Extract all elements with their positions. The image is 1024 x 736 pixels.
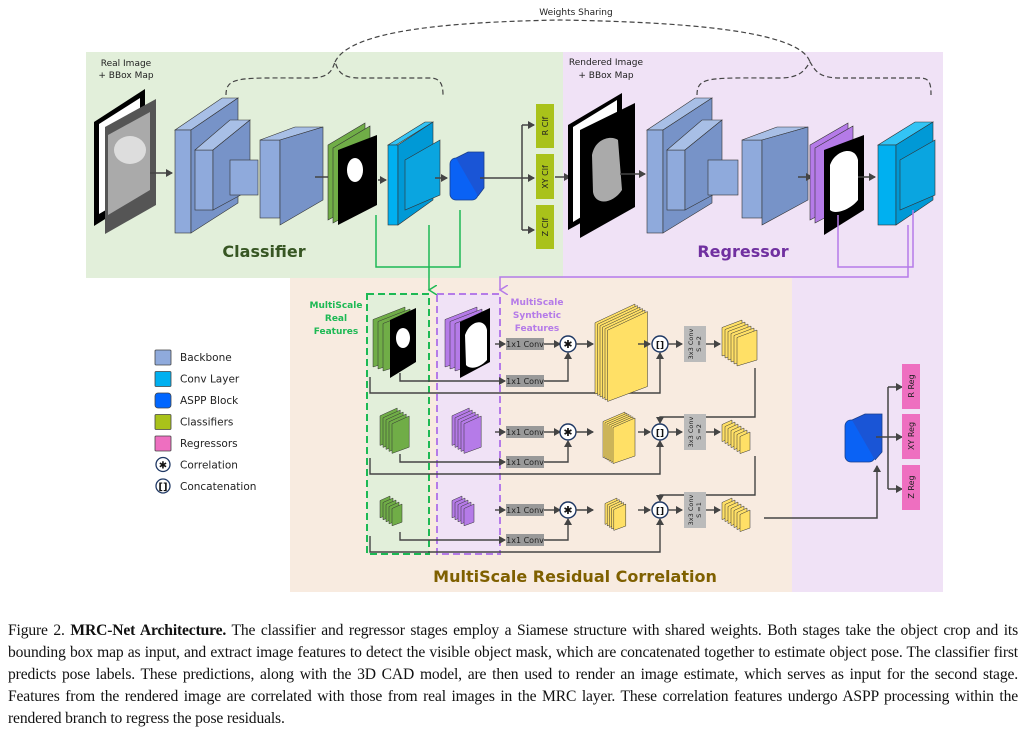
svg-text:XY Clf: XY Clf <box>541 165 550 189</box>
classifier-head-xy: XY Clf <box>536 154 554 199</box>
conv-1x1-box <box>506 534 544 546</box>
legend-item: ✱ Correlation <box>155 456 238 473</box>
conv-3x3-box <box>684 326 706 362</box>
caption-title: MRC-Net Architecture. <box>70 622 227 639</box>
regressor-head-r: R Reg <box>902 364 920 409</box>
conv-1x1-label: 1x1 Conv <box>506 536 544 545</box>
legend-swatch <box>154 392 172 409</box>
legend-swatch <box>154 414 172 430</box>
svg-text:R Reg: R Reg <box>907 374 916 397</box>
svg-text:3x3 Conv: 3x3 Conv <box>687 417 695 448</box>
conv-1x1-box <box>506 504 544 516</box>
synthetic-features-label-1: MultiScale <box>511 298 564 308</box>
conv-1x1-label: 1x1 Conv <box>506 340 544 349</box>
figure-caption: Figure 2. MRC-Net Architecture. The clas… <box>8 620 1018 730</box>
rendered-image-input <box>568 93 635 238</box>
regressor-input-label-1: Rendered Image <box>569 58 644 68</box>
synthetic-features-label-3: Features <box>515 324 560 334</box>
caption-prefix: Figure 2. <box>8 622 71 639</box>
weights-sharing-arc <box>334 19 811 63</box>
conv-1x1-label: 1x1 Conv <box>506 377 544 386</box>
concatenation-icon <box>155 478 171 494</box>
classifier-aspp-block <box>449 151 485 201</box>
legend-swatch <box>154 371 172 387</box>
correlation-icon <box>155 456 171 473</box>
svg-text:[]: [] <box>656 507 664 517</box>
classifier-mask-features <box>327 122 377 225</box>
real-features-label-1: MultiScale <box>310 301 363 311</box>
svg-text:3x3 Conv: 3x3 Conv <box>687 495 695 526</box>
conv-1x1-box <box>506 426 544 438</box>
svg-text:S =1: S =1 <box>695 502 703 518</box>
regressor-aspp-block <box>844 413 883 463</box>
regressor-head-xy: XY Reg <box>902 414 920 459</box>
svg-text:[]: [] <box>656 429 664 439</box>
svg-text:✱: ✱ <box>563 426 572 439</box>
synthetic-features-label-2: Synthetic <box>513 311 561 321</box>
classifier-brace <box>225 60 444 96</box>
real-features-label-3: Features <box>314 327 359 337</box>
architecture-diagram: Weights Sharing Real Image + BBox Map <box>86 8 943 592</box>
classifier-head-r: R Clf <box>536 104 554 148</box>
classifier-input-label-2: + BBox Map <box>98 71 153 81</box>
conv-1x1-label: 1x1 Conv <box>506 458 544 467</box>
legend-swatch <box>154 349 172 366</box>
classifier-input-label-1: Real Image <box>101 59 152 69</box>
caption-text: The classifier and regressor stages empl… <box>8 622 1018 727</box>
legend-item: Conv Layer <box>154 371 240 387</box>
legend-label: Correlation <box>180 460 238 472</box>
svg-text:Z Clf: Z Clf <box>541 217 550 236</box>
classifier-region <box>86 52 564 278</box>
svg-text:✱: ✱ <box>563 504 572 517</box>
regressor-conv-layer <box>876 121 936 226</box>
conv-1x1-box <box>506 375 544 387</box>
conv-3x3-box <box>684 414 706 450</box>
legend-item: Classifiers <box>154 414 233 430</box>
conv-1x1-label: 1x1 Conv <box>506 428 544 437</box>
classifier-title: Classifier <box>222 242 305 261</box>
classifier-backbone <box>174 97 324 234</box>
svg-text:XY Reg: XY Reg <box>907 422 916 450</box>
legend-item: [] Concatenation <box>155 478 256 494</box>
regressor-mask-features <box>809 122 864 235</box>
legend-swatch <box>154 435 172 452</box>
svg-text:R Clf: R Clf <box>541 116 550 135</box>
svg-text:[]: [] <box>656 341 664 351</box>
regressor-brace <box>696 60 932 96</box>
svg-text:S =2: S =2 <box>695 424 703 440</box>
conv-1x1-label: 1x1 Conv <box>506 506 544 515</box>
svg-text:3x3 Conv: 3x3 Conv <box>687 329 695 360</box>
regressor-backbone <box>646 97 809 234</box>
svg-text:Z Reg: Z Reg <box>907 475 916 498</box>
legend-label: Concatenation <box>180 481 256 493</box>
svg-text:✱: ✱ <box>159 461 167 472</box>
conv-3x3-box <box>684 492 706 528</box>
regressor-input-label-2: + BBox Map <box>578 71 633 81</box>
regressor-title: Regressor <box>697 242 788 261</box>
real-features-label-2: Real <box>325 314 347 324</box>
legend-label: Conv Layer <box>180 374 240 386</box>
legend-item: Backbone <box>154 349 232 366</box>
legend-label: Backbone <box>180 352 232 364</box>
regressor-head-z: Z Reg <box>902 465 920 510</box>
classifier-conv-layer <box>386 121 441 226</box>
mrc-title: MultiScale Residual Correlation <box>433 567 717 586</box>
weights-sharing-label: Weights Sharing <box>539 8 612 18</box>
legend-item: Regressors <box>154 435 238 452</box>
svg-text:✱: ✱ <box>563 338 572 351</box>
svg-text:[]: [] <box>158 482 167 493</box>
real-image-input <box>94 89 156 234</box>
classifier-head-z: Z Clf <box>536 205 554 249</box>
legend-label: ASPP Block <box>180 395 239 407</box>
svg-text:S =2: S =2 <box>695 336 703 352</box>
legend-label: Regressors <box>180 438 238 450</box>
legend-item: ASPP Block <box>154 392 239 409</box>
conv-1x1-box <box>506 338 544 350</box>
legend-label: Classifiers <box>180 417 233 429</box>
conv-1x1-box <box>506 456 544 468</box>
